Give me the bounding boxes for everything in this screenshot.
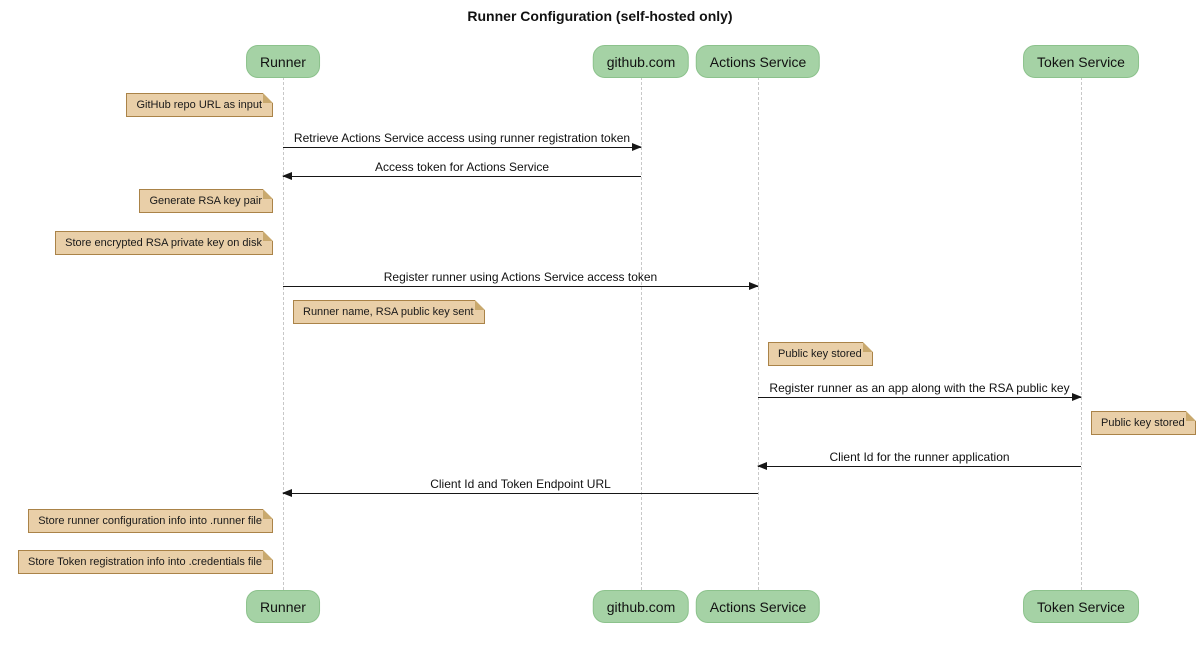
message-register-runner-as-app: Register runner as an app along with the… bbox=[758, 381, 1082, 401]
message-label: Register runner as an app along with the… bbox=[769, 381, 1070, 395]
arrowhead-right-icon bbox=[749, 282, 759, 290]
arrowhead-left-icon bbox=[757, 462, 767, 470]
participant-github-com-top: github.com bbox=[592, 45, 690, 78]
note-store-runner-configuration: Store runner configuration info into .ru… bbox=[28, 509, 273, 533]
lifeline-token-service bbox=[1081, 77, 1082, 590]
message-retrieve-actions-service-access: Retrieve Actions Service access using ru… bbox=[283, 131, 642, 151]
note-store-token-registration: Store Token registration info into .cred… bbox=[18, 550, 273, 574]
note-github-repo-url-as-input: GitHub repo URL as input bbox=[126, 93, 273, 117]
message-label: Register runner using Actions Service ac… bbox=[383, 270, 658, 284]
message-access-token-for-actions-service: Access token for Actions Service bbox=[282, 160, 641, 180]
participant-actions-service-top: Actions Service bbox=[695, 45, 821, 78]
message-line bbox=[283, 282, 759, 290]
note-runner-name-rsa-public-key-sent: Runner name, RSA public key sent bbox=[293, 300, 485, 324]
message-line bbox=[282, 489, 758, 497]
message-label: Access token for Actions Service bbox=[374, 160, 550, 174]
lifeline-actions-service bbox=[758, 77, 759, 590]
arrowhead-right-icon bbox=[632, 143, 642, 151]
message-label: Retrieve Actions Service access using ru… bbox=[293, 131, 631, 145]
message-client-id-for-runner-application: Client Id for the runner application bbox=[757, 450, 1081, 470]
note-generate-rsa-key-pair: Generate RSA key pair bbox=[139, 189, 273, 213]
message-line bbox=[757, 462, 1081, 470]
message-line bbox=[758, 393, 1082, 401]
message-line bbox=[282, 172, 641, 180]
message-line bbox=[283, 143, 642, 151]
arrowhead-left-icon bbox=[282, 489, 292, 497]
participant-github-com-bottom: github.com bbox=[592, 590, 690, 623]
participant-runner-bottom: Runner bbox=[246, 590, 320, 623]
participant-runner-top: Runner bbox=[246, 45, 320, 78]
message-client-id-and-token-endpoint-url: Client Id and Token Endpoint URL bbox=[282, 477, 758, 497]
lifeline-github-com bbox=[641, 77, 642, 590]
lifeline-runner bbox=[283, 77, 284, 590]
participant-token-service-top: Token Service bbox=[1023, 45, 1139, 78]
message-label: Client Id and Token Endpoint URL bbox=[430, 477, 611, 491]
message-register-runner: Register runner using Actions Service ac… bbox=[283, 270, 759, 290]
note-store-encrypted-rsa-private-key: Store encrypted RSA private key on disk bbox=[55, 231, 273, 255]
note-public-key-stored-token: Public key stored bbox=[1091, 411, 1196, 435]
participant-token-service-bottom: Token Service bbox=[1023, 590, 1139, 623]
arrowhead-left-icon bbox=[282, 172, 292, 180]
participant-actions-service-bottom: Actions Service bbox=[695, 590, 821, 623]
message-label: Client Id for the runner application bbox=[829, 450, 1010, 464]
note-public-key-stored-actions: Public key stored bbox=[768, 342, 873, 366]
diagram-title: Runner Configuration (self-hosted only) bbox=[467, 8, 733, 24]
arrowhead-right-icon bbox=[1072, 393, 1082, 401]
